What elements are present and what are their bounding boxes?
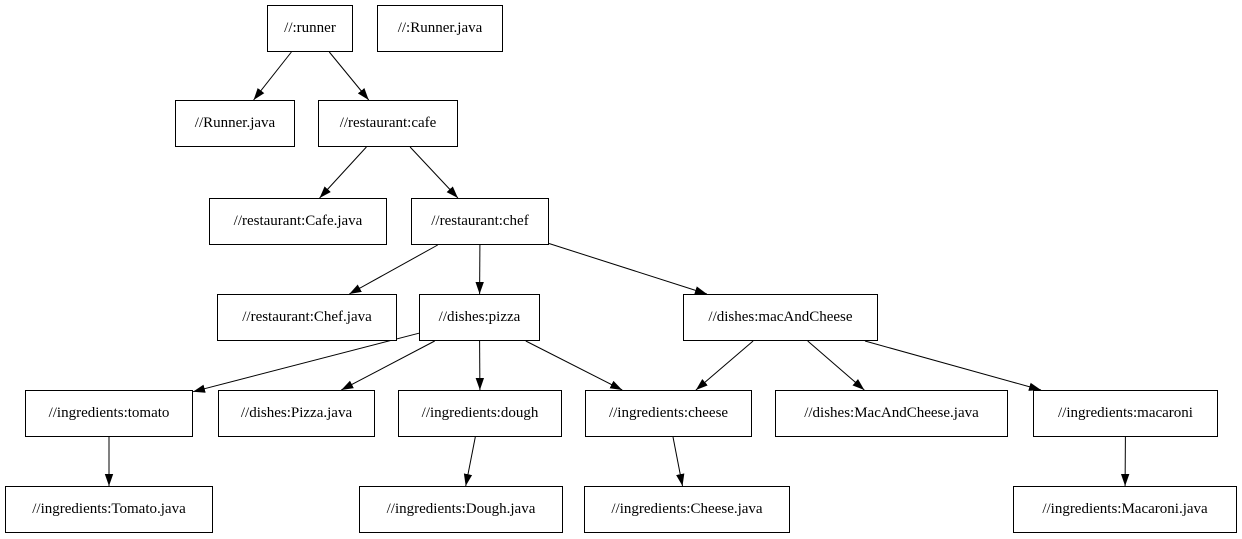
graph-edge-chef-to-macandcheese — [548, 243, 708, 295]
graph-node-label: //ingredients:Dough.java — [386, 501, 536, 517]
graph-node-dough-java: //ingredients:Dough.java — [359, 486, 563, 533]
graph-node-runner: //:runner — [267, 5, 353, 52]
graph-node-cheese-java: //ingredients:Cheese.java — [584, 486, 790, 533]
graph-edge-runner-to-runner-java — [253, 51, 292, 101]
graph-node-label: //ingredients:Macaroni.java — [1042, 501, 1208, 517]
graph-node-tomato: //ingredients:tomato — [25, 390, 193, 437]
graph-node-pizza-java: //dishes:Pizza.java — [218, 390, 375, 437]
graph-edge-cafe-to-chef — [409, 146, 459, 199]
graph-edge-macandcheese-to-macaroni — [864, 340, 1042, 391]
graph-node-label: //restaurant:Chef.java — [242, 309, 372, 325]
graph-node-label: //dishes:macAndCheese — [708, 309, 853, 325]
graph-node-label: //restaurant:chef — [431, 213, 529, 229]
graph-node-dough: //ingredients:dough — [398, 390, 562, 437]
graph-node-chef: //restaurant:chef — [411, 198, 549, 245]
graph-node-label: //ingredients:cheese — [608, 405, 729, 421]
graph-node-label: //ingredients:macaroni — [1058, 405, 1193, 421]
graph-node-runner-java: //Runner.java — [175, 100, 295, 147]
graph-node-macandcheese-java: //dishes:MacAndCheese.java — [775, 390, 1008, 437]
graph-node-pizza: //dishes:pizza — [419, 294, 540, 341]
graph-node-label: //ingredients:tomato — [48, 405, 170, 421]
graph-node-macaroni: //ingredients:macaroni — [1033, 390, 1218, 437]
graph-node-cheese: //ingredients:cheese — [585, 390, 752, 437]
graph-edge-pizza-to-cheese — [525, 340, 623, 391]
graph-node-label: //restaurant:Cafe.java — [233, 213, 363, 229]
graph-edge-cheese-to-cheese-java — [672, 436, 685, 487]
graph-node-label: //dishes:Pizza.java — [240, 405, 353, 421]
graph-node-runner-java-top: //:Runner.java — [377, 5, 503, 52]
graph-node-label: //ingredients:dough — [421, 405, 539, 421]
graph-edge-macandcheese-to-macandcheese-java — [807, 340, 865, 391]
graph-edge-runner-to-cafe — [328, 51, 370, 101]
graph-node-label: //dishes:MacAndCheese.java — [804, 405, 979, 421]
graph-edge-cafe-to-cafe-java — [319, 146, 367, 199]
graph-node-label: //restaurant:cafe — [339, 115, 437, 131]
graph-node-label: //:runner — [284, 20, 336, 36]
graph-edge-pizza-to-pizza-java — [341, 340, 435, 391]
graph-node-label: //ingredients:Tomato.java — [32, 501, 186, 517]
graph-edge-pizza-to-tomato — [192, 332, 420, 393]
graph-node-macandcheese: //dishes:macAndCheese — [683, 294, 878, 341]
graph-edge-dough-to-dough-java — [463, 436, 476, 487]
graph-node-label: //:Runner.java — [397, 20, 483, 36]
graph-node-tomato-java: //ingredients:Tomato.java — [5, 486, 213, 533]
graph-edge-chef-to-chef-java — [349, 244, 438, 295]
graph-node-chef-java: //restaurant:Chef.java — [217, 294, 397, 341]
graph-node-label: //dishes:pizza — [438, 309, 521, 325]
graph-edge-macandcheese-to-cheese — [695, 340, 754, 391]
graph-node-cafe: //restaurant:cafe — [318, 100, 458, 147]
graph-node-macaroni-java: //ingredients:Macaroni.java — [1013, 486, 1237, 533]
graph-node-cafe-java: //restaurant:Cafe.java — [209, 198, 387, 245]
graph-node-label: //Runner.java — [194, 115, 276, 131]
graph-node-label: //ingredients:Cheese.java — [611, 501, 763, 517]
